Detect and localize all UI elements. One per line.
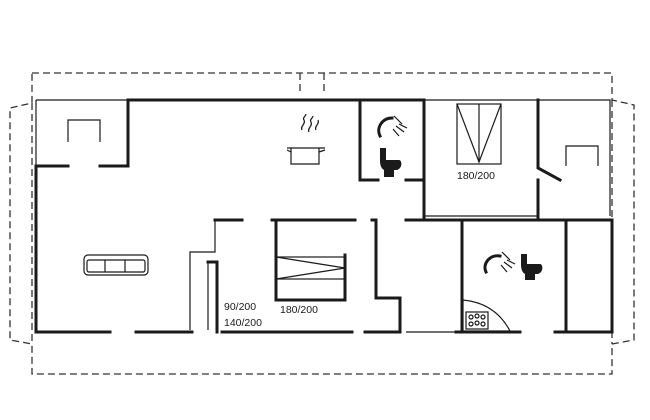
room-outlines bbox=[35, 99, 611, 333]
bunk-bottom-label: 140/200 bbox=[224, 317, 262, 329]
bunk-bed: 90/200 140/200 bbox=[224, 301, 262, 329]
roof-outline bbox=[9, 72, 635, 375]
toilet-icon bbox=[521, 254, 543, 280]
bed-main-label: 180/200 bbox=[457, 170, 495, 182]
sofa-icon bbox=[83, 254, 149, 276]
bed-mid-label: 180/200 bbox=[280, 304, 318, 316]
walls bbox=[34, 98, 614, 334]
bunk-top-label: 90/200 bbox=[224, 301, 256, 313]
shower-icon bbox=[377, 115, 408, 139]
chimney-icon bbox=[67, 119, 599, 166]
shower-icon bbox=[483, 251, 516, 275]
toilet-icon bbox=[380, 148, 402, 177]
cooking-pot-icon bbox=[286, 113, 326, 165]
sauna-stove-icon bbox=[462, 299, 511, 332]
bed-main: 180/200 bbox=[456, 103, 502, 182]
bed-mid: 180/200 bbox=[275, 256, 346, 316]
